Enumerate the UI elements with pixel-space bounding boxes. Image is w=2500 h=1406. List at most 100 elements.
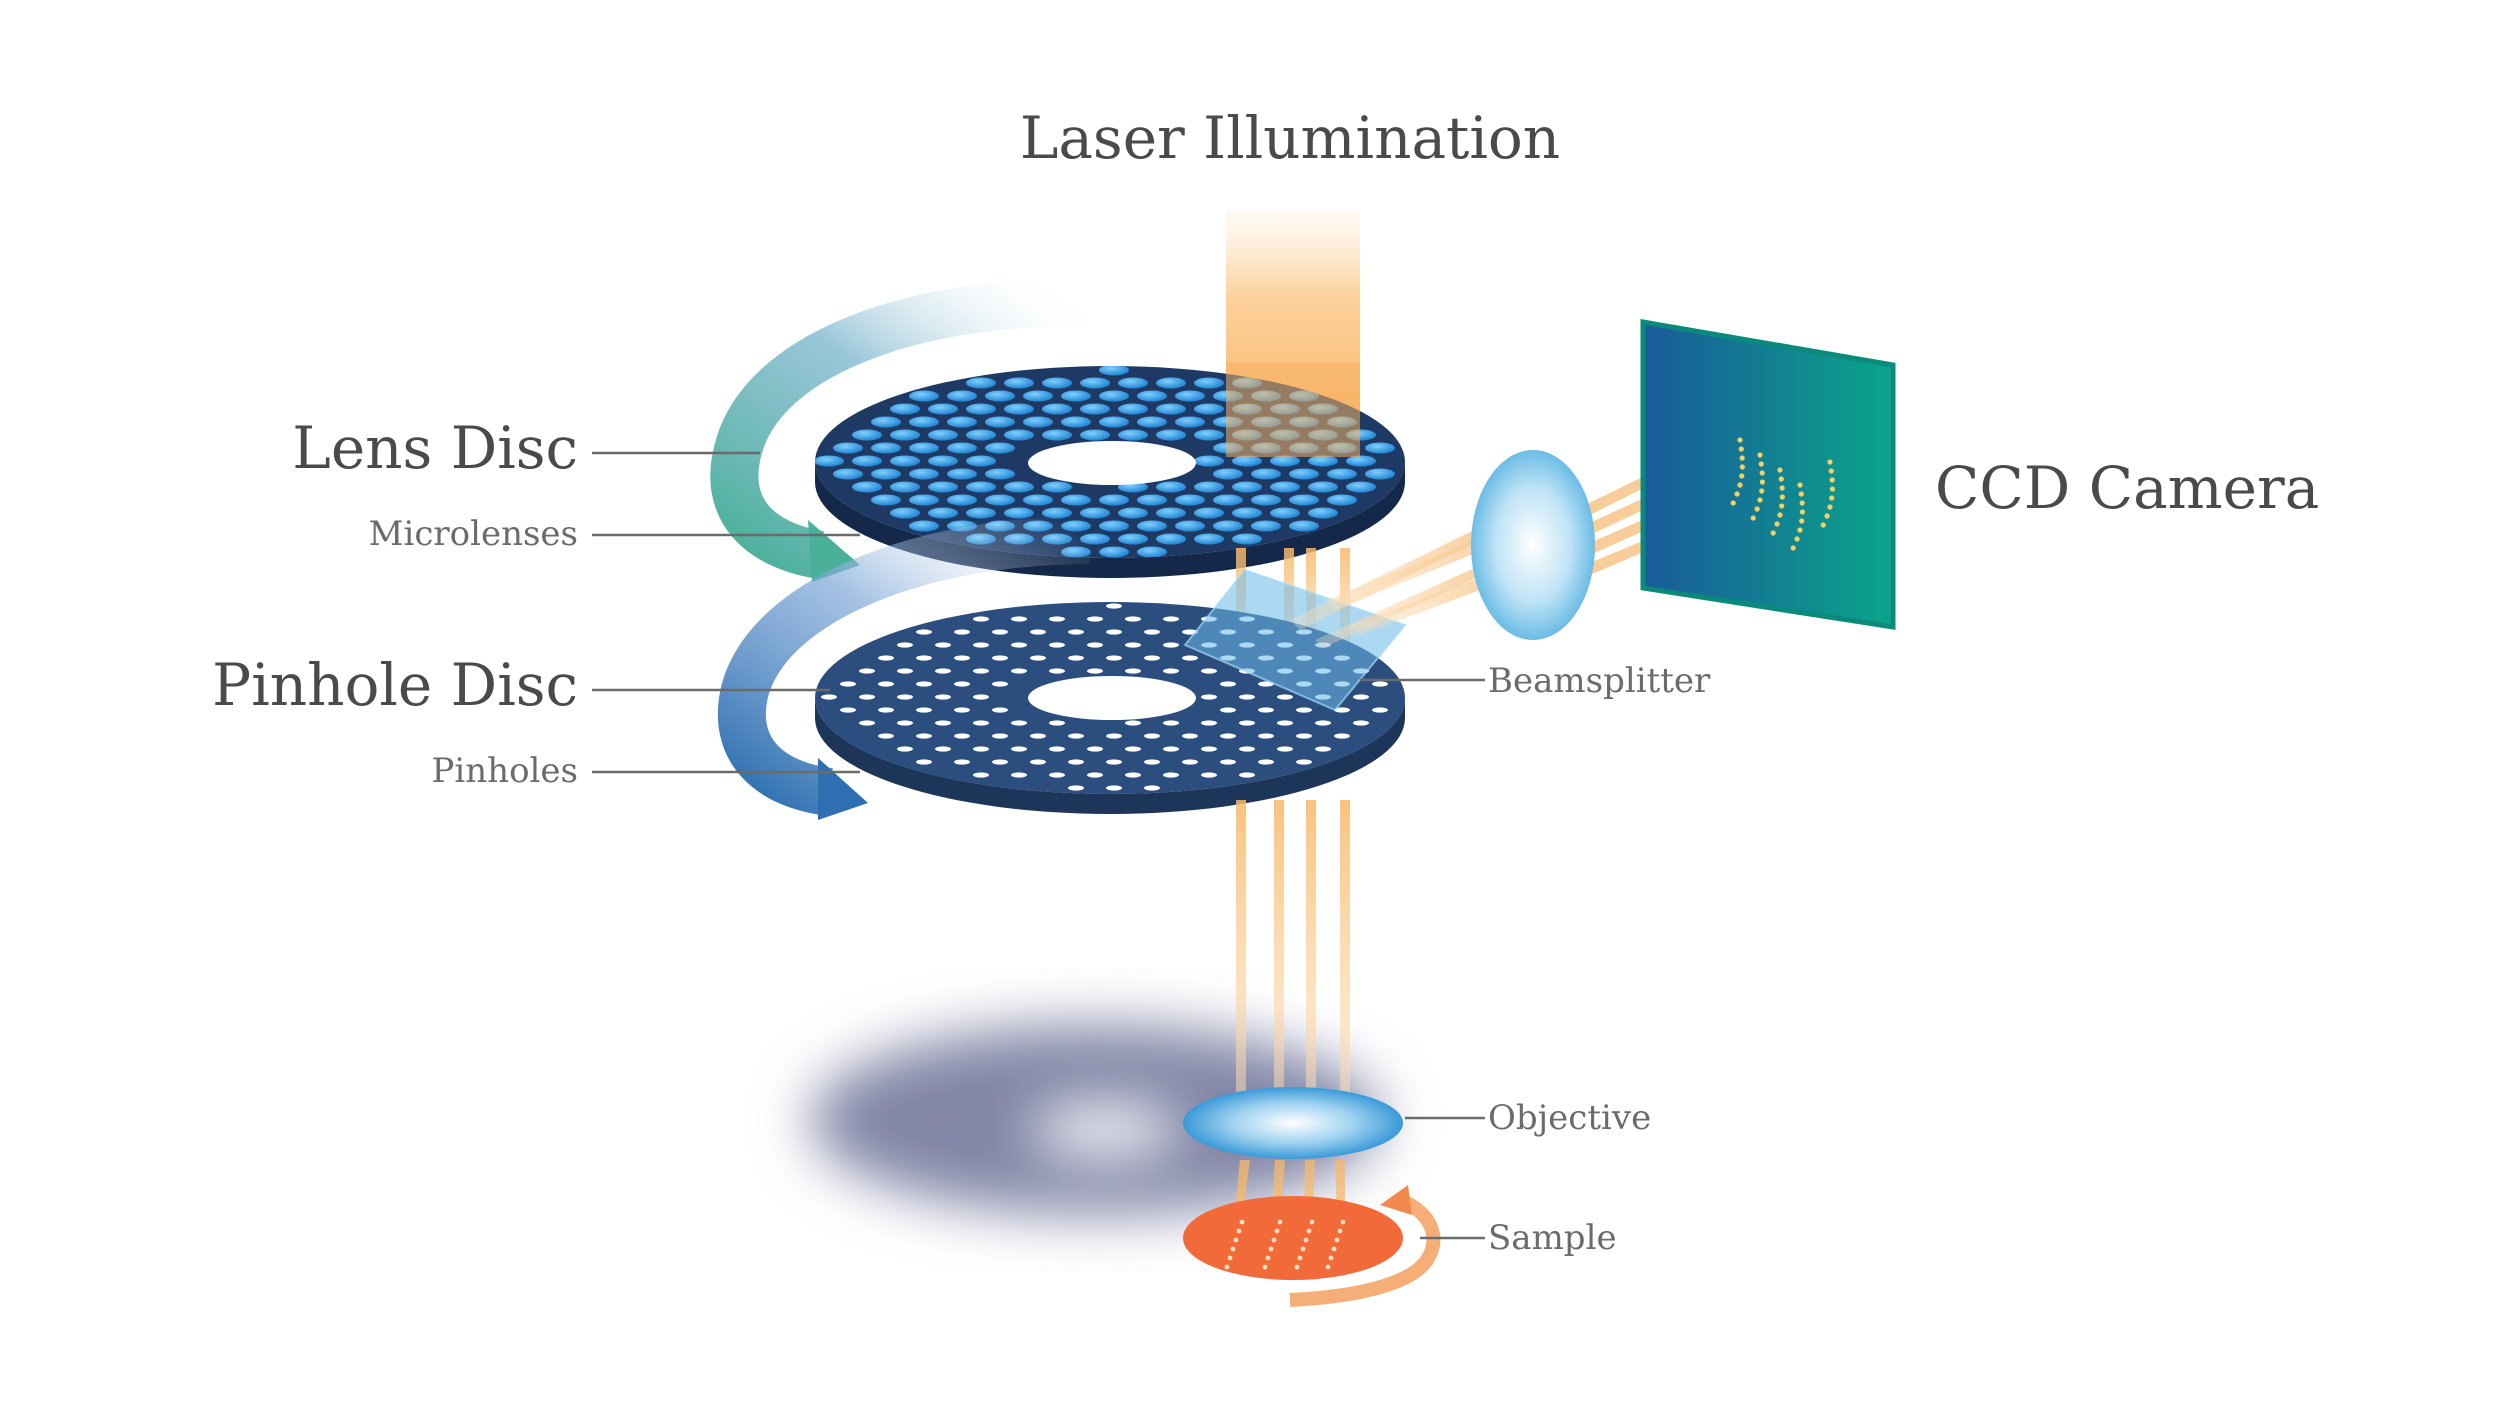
microlens <box>1213 468 1243 480</box>
microlens <box>1327 494 1357 506</box>
microlens <box>1194 481 1224 493</box>
pinhole <box>954 681 970 687</box>
microlens <box>1346 455 1376 467</box>
microlens <box>1365 442 1395 454</box>
camera-image-point <box>1779 494 1786 500</box>
pinhole <box>954 655 970 661</box>
pinhole <box>916 759 932 765</box>
pinhole <box>916 707 932 713</box>
pinhole <box>1182 655 1198 661</box>
pinhole <box>992 733 1008 739</box>
pinhole <box>1068 785 1084 791</box>
pinhole <box>878 655 894 661</box>
microlens <box>966 507 996 519</box>
microlens <box>1194 377 1224 389</box>
microlens <box>1194 429 1224 441</box>
sample-point <box>1277 1219 1283 1225</box>
sample-point <box>1294 1264 1300 1270</box>
camera-image-point <box>1827 459 1833 465</box>
microlens <box>833 442 863 454</box>
pinhole <box>1239 772 1255 778</box>
microlens <box>1004 377 1034 389</box>
pinhole <box>1011 668 1027 674</box>
microlens <box>1118 533 1148 545</box>
pinhole <box>1106 603 1122 609</box>
camera-image-point <box>1828 468 1834 474</box>
sample-point <box>1331 1246 1337 1252</box>
microlens <box>928 481 958 493</box>
pinhole <box>1315 746 1331 752</box>
microlens <box>928 429 958 441</box>
microlens <box>1308 455 1338 467</box>
microlens <box>1061 494 1091 506</box>
microlens <box>1118 403 1148 415</box>
microlens <box>1289 520 1319 532</box>
beamsplitter <box>1183 568 1407 712</box>
microlens <box>890 455 920 467</box>
pinhole <box>1163 642 1179 648</box>
pinhole <box>992 655 1008 661</box>
microlens <box>966 481 996 493</box>
microlens <box>833 468 863 480</box>
pinhole <box>1220 707 1236 713</box>
pinhole <box>1163 772 1179 778</box>
microlens <box>1251 494 1281 506</box>
camera-image-point <box>1739 455 1745 461</box>
microlens <box>890 507 920 519</box>
camera-image-point <box>1739 464 1746 470</box>
microlens <box>928 403 958 415</box>
microlens <box>909 494 939 506</box>
pinhole <box>1277 720 1293 726</box>
pinhole <box>1182 733 1198 739</box>
sample-point <box>1239 1219 1245 1225</box>
laser-illumination-label: Laser Illumination <box>1020 104 1560 172</box>
sample-point <box>1303 1237 1309 1243</box>
pinhole <box>859 720 875 726</box>
sample-point <box>1306 1228 1312 1234</box>
microlens <box>1194 533 1224 545</box>
camera-image-point <box>1738 446 1744 452</box>
pinhole <box>916 681 932 687</box>
pinhole <box>992 681 1008 687</box>
pinhole <box>1087 616 1103 622</box>
camera-image-point <box>1797 527 1803 533</box>
pinhole <box>897 720 913 726</box>
microlens <box>1270 481 1300 493</box>
microlens <box>1004 481 1034 493</box>
lens-disc-label: Lens Disc <box>292 414 578 482</box>
microlens <box>966 377 996 389</box>
sample-point <box>1268 1246 1274 1252</box>
objective-label: Objective <box>1488 1098 1651 1138</box>
pinhole <box>1011 616 1027 622</box>
microlens <box>947 416 977 428</box>
pinhole <box>1011 642 1027 648</box>
pinhole <box>1163 746 1179 752</box>
microlens <box>909 416 939 428</box>
camera-image-point <box>1820 522 1826 528</box>
pinhole <box>992 707 1008 713</box>
microlens <box>1251 468 1281 480</box>
sample-point <box>1233 1237 1239 1243</box>
pinhole <box>954 707 970 713</box>
microlens <box>966 429 996 441</box>
pinhole <box>859 668 875 674</box>
microlens <box>1099 494 1129 506</box>
microlens <box>852 429 882 441</box>
microlens <box>815 455 844 467</box>
objective-lens <box>1183 1087 1403 1159</box>
pinhole <box>973 720 989 726</box>
microlens <box>985 442 1015 454</box>
microlens <box>1042 507 1072 519</box>
pinhole <box>1296 759 1312 765</box>
microlens <box>1175 494 1205 506</box>
microlens <box>1061 390 1091 402</box>
microlens <box>871 442 901 454</box>
pinhole <box>1049 616 1065 622</box>
microlens <box>1232 455 1262 467</box>
pinhole <box>1030 629 1046 635</box>
pinhole <box>954 629 970 635</box>
pinhole <box>1201 772 1217 778</box>
pinhole <box>1068 733 1084 739</box>
microlens <box>1365 468 1395 480</box>
microlens <box>947 390 977 402</box>
